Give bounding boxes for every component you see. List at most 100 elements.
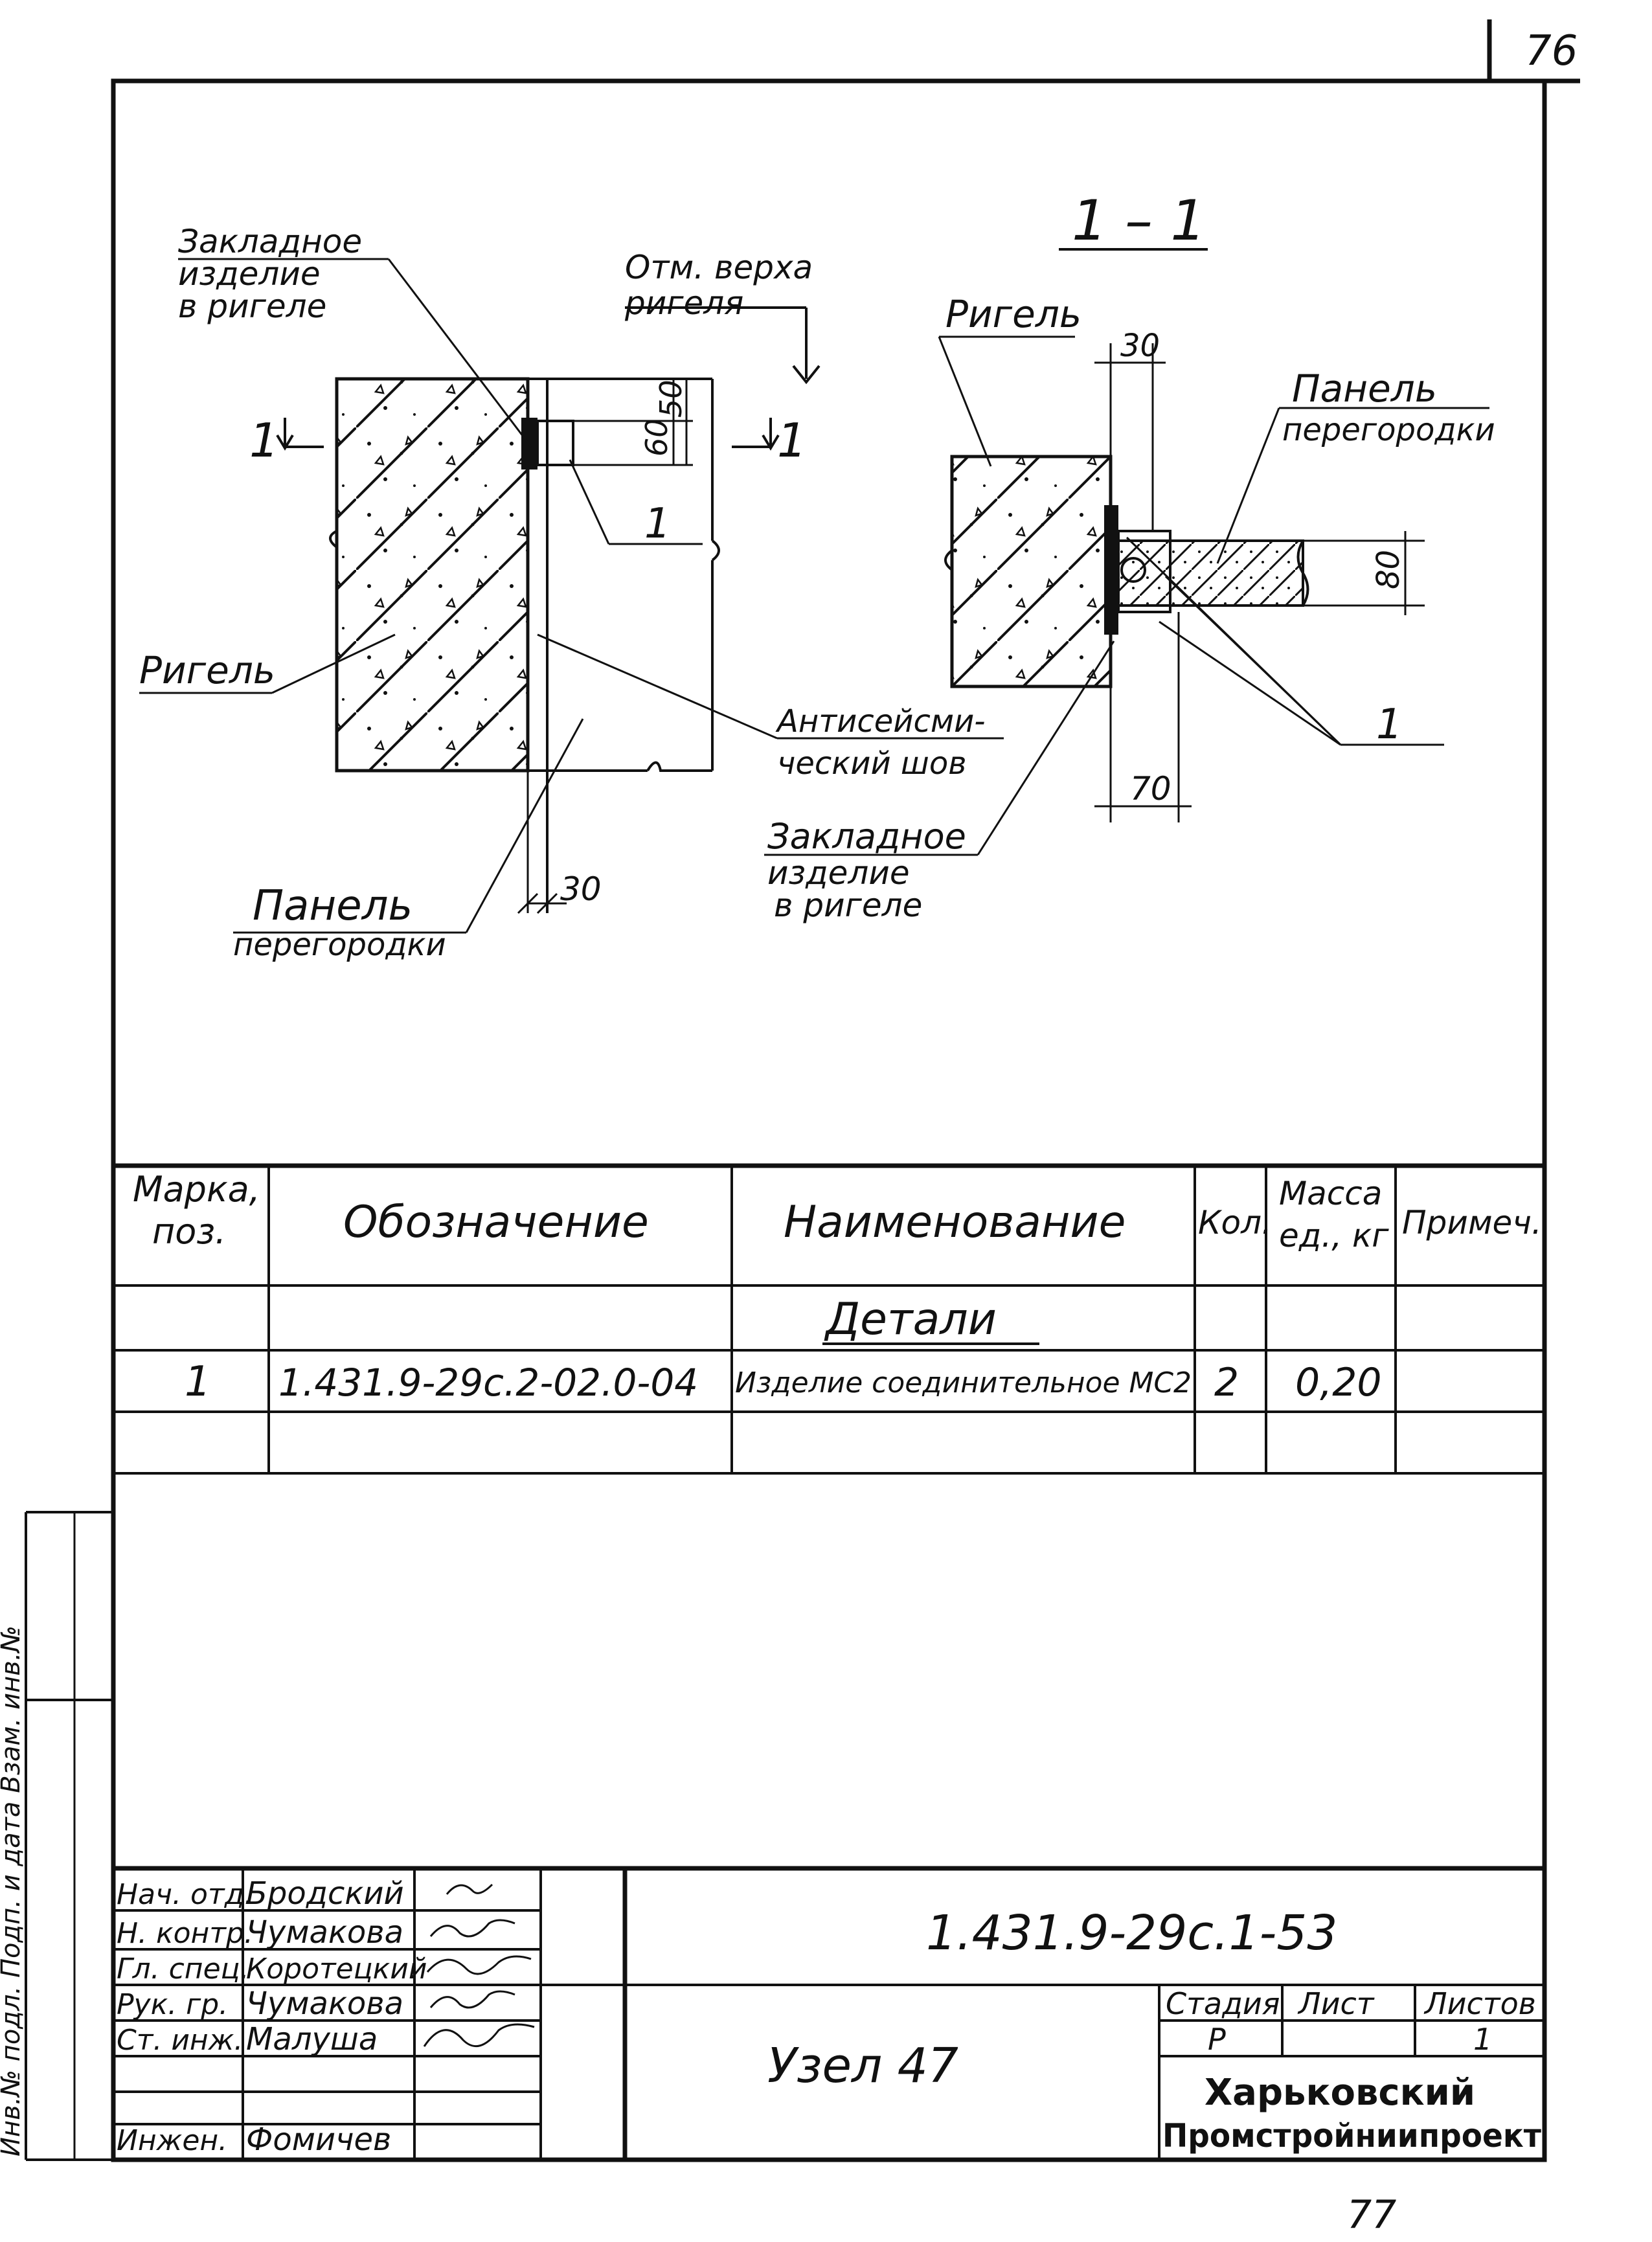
left-embedded-label-2: изделие	[178, 255, 321, 293]
header-designation: Обозначение	[343, 1197, 649, 1248]
section-mark-right: 1	[777, 413, 807, 468]
signature-scribble	[429, 1919, 515, 1938]
seam-label-2: ческий шов	[777, 745, 967, 782]
top-mark-arrow	[792, 365, 820, 385]
name-5: Малуша	[246, 2021, 378, 2057]
right-embedded-label-1: Закладное	[767, 816, 966, 857]
document-code: 1.431.9-29с.1-53	[926, 1905, 1337, 1961]
row-pos: 1	[185, 1358, 211, 1406]
section-title: 1 – 1	[1072, 188, 1206, 253]
row-name: Изделие соединительное МС2	[735, 1366, 1192, 1399]
role-7: Инжен.	[117, 2124, 227, 2157]
right-panel-section	[1117, 539, 1304, 607]
row-designation: 1.431.9-29с.2-02.0-04	[278, 1361, 698, 1405]
name-4: Чумакова	[246, 1986, 403, 2022]
left-panel-label-1: Панель	[253, 882, 413, 930]
page-number-bottom: 77	[1347, 2192, 1396, 2237]
left-gap-dim: 30	[560, 870, 602, 908]
section-mark-arrowhead	[762, 434, 780, 451]
role-2: Н. контр.	[117, 1917, 253, 1950]
leader-line	[1159, 620, 1341, 746]
left-beam-label: Ригель	[139, 648, 275, 692]
spec-table: Марка, поз. Обозначение Наименование Кол…	[113, 1163, 1545, 1475]
left-callout-1: 1	[644, 500, 671, 548]
left-beam-section	[335, 377, 530, 773]
sheets-header: Листов	[1423, 1986, 1536, 2021]
dim-tick	[517, 892, 539, 914]
right-view: 1 – 1 30 Ригель Панель перегородки 80	[764, 188, 1495, 924]
right-embedded-label-2: изделие	[767, 854, 910, 892]
drawing-title: Узел 47	[767, 2038, 958, 2094]
leader-line	[1164, 575, 1342, 746]
section-mark-left: 1	[249, 413, 279, 468]
side-stamp: Инв.№ подл. Подп. и дата Взам. инв.№	[0, 1511, 113, 2161]
role-4: Рук. гр.	[117, 1988, 228, 2021]
right-panel-label-2: перегородки	[1282, 412, 1495, 448]
top-mark-label-2: ригеля	[624, 284, 743, 322]
sheets-value: 1	[1473, 2022, 1492, 2057]
organization-line-1: Харьковский	[1205, 2072, 1475, 2114]
right-panel-label-1: Панель	[1292, 367, 1437, 411]
signature-scribble	[446, 1883, 493, 1895]
break-mark	[711, 539, 720, 561]
left-embedded-label-3: в ригеле	[178, 288, 326, 325]
connector-part	[536, 420, 574, 466]
stage-header: Стадия	[1166, 1986, 1280, 2021]
dim-50: 50	[653, 379, 688, 418]
section-mark-arrowhead	[276, 434, 294, 451]
sheet-header: Лист	[1297, 1986, 1375, 2021]
section-details: Детали	[824, 1294, 997, 1345]
leader-line	[1216, 407, 1280, 564]
leader-line	[271, 633, 396, 694]
leader-line	[938, 336, 992, 467]
row-qty: 2	[1214, 1360, 1239, 1405]
name-3: Коротецкий	[246, 1953, 427, 1986]
dim-60: 60	[639, 418, 674, 457]
leader-line	[977, 640, 1115, 855]
main-frame	[111, 78, 1547, 2162]
leader-line	[569, 459, 610, 545]
right-beam-section	[950, 455, 1113, 688]
page-number-top: 76	[1525, 27, 1578, 75]
right-dim-bottom: 70	[1130, 770, 1171, 808]
header-mass-1: Масса	[1279, 1175, 1382, 1212]
stage-value: Р	[1208, 2022, 1226, 2057]
name-2: Чумакова	[246, 1914, 403, 1951]
right-dim-height: 80	[1370, 550, 1407, 589]
right-dim-top: 30	[1120, 328, 1160, 364]
leader-line	[387, 258, 532, 447]
right-embedded-label-3: в ригеле	[774, 887, 922, 924]
name-7: Фомичев	[246, 2122, 391, 2158]
break-mark	[646, 761, 712, 772]
name-1: Бродский	[246, 1875, 404, 1912]
signature-scribble	[429, 1990, 515, 2009]
seam-label-1: Антисейсми-	[775, 703, 986, 740]
organization-line-2: Промстройниипроект	[1162, 2117, 1541, 2155]
right-callout-1: 1	[1376, 701, 1403, 749]
role-3: Гл. спец.	[117, 1953, 249, 1986]
break-mark	[1296, 539, 1309, 607]
header-mark-2: поз.	[152, 1211, 226, 1252]
title-block: Нач. отд. Бродский Н. контр. Чумакова Гл…	[113, 1866, 1545, 2160]
embedded-plate	[1104, 505, 1118, 635]
side-stamp-text: Инв.№ подл. Подп. и дата Взам. инв.№	[0, 1625, 26, 2157]
top-mark-label-1: Отм. верха	[625, 249, 813, 286]
header-mark-1: Марка,	[133, 1169, 260, 1210]
break-mark	[944, 549, 953, 571]
dim-tick	[536, 892, 558, 914]
role-5: Ст. инж.	[117, 2024, 243, 2057]
left-embedded-label-1: Закладное	[178, 223, 362, 260]
header-name: Наименование	[784, 1197, 1126, 1248]
header-note: Примеч.	[1402, 1204, 1542, 1241]
left-view: 60 50 Отм. верха ригеля 1 1 Закладное из…	[139, 223, 1004, 963]
signature-scribble	[423, 2023, 535, 2047]
leader-line	[465, 718, 584, 933]
right-beam-label: Ригель	[945, 292, 1081, 336]
header-qty: Кол.	[1198, 1204, 1272, 1241]
header-mass-2: ед., кг	[1279, 1217, 1389, 1254]
row-mass: 0,20	[1295, 1360, 1382, 1405]
signature-scribble	[426, 1955, 532, 1975]
role-1: Нач. отд.	[117, 1878, 253, 1911]
leader-line	[537, 633, 778, 740]
